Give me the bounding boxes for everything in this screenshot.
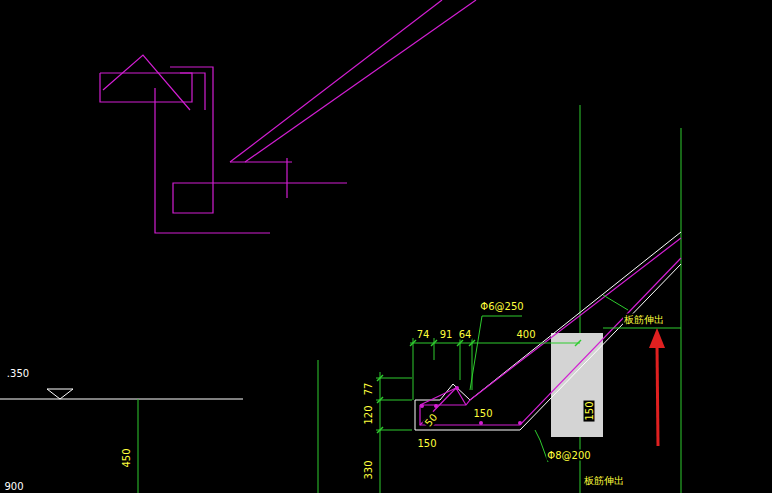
dimension-label: 64 — [458, 329, 473, 340]
dimension-lines — [376, 295, 681, 493]
ticks — [377, 340, 581, 433]
dimension-label: 120 — [363, 404, 374, 425]
dimension-label: 74 — [416, 329, 431, 340]
dimension-label: 150 — [472, 408, 493, 419]
dimension-label: 150 — [416, 438, 437, 449]
dimension-label: 77 — [363, 382, 374, 397]
dimension-label: 330 — [363, 459, 374, 480]
dimension-label: 900 — [3, 481, 24, 492]
dimension-label: Φ8@200 — [546, 450, 591, 461]
dimension-label: 450 — [121, 447, 132, 468]
dimension-label: .350 — [6, 368, 30, 379]
dimension-label: 板筋伸出 — [583, 475, 625, 486]
dimension-label: 150 — [584, 400, 595, 421]
concrete-outline — [415, 232, 681, 430]
axis-lines — [138, 105, 681, 493]
rebar — [420, 238, 681, 425]
dimension-label: 91 — [439, 329, 454, 340]
dimension-label: 板筋伸出 — [623, 314, 665, 325]
level-mark — [0, 389, 243, 399]
dimension-label: Φ6@250 — [479, 301, 524, 312]
red-arrow — [649, 328, 665, 446]
dimension-label: 400 — [515, 329, 536, 340]
dimension-label: 50 — [422, 411, 440, 429]
sketch — [100, 0, 476, 233]
